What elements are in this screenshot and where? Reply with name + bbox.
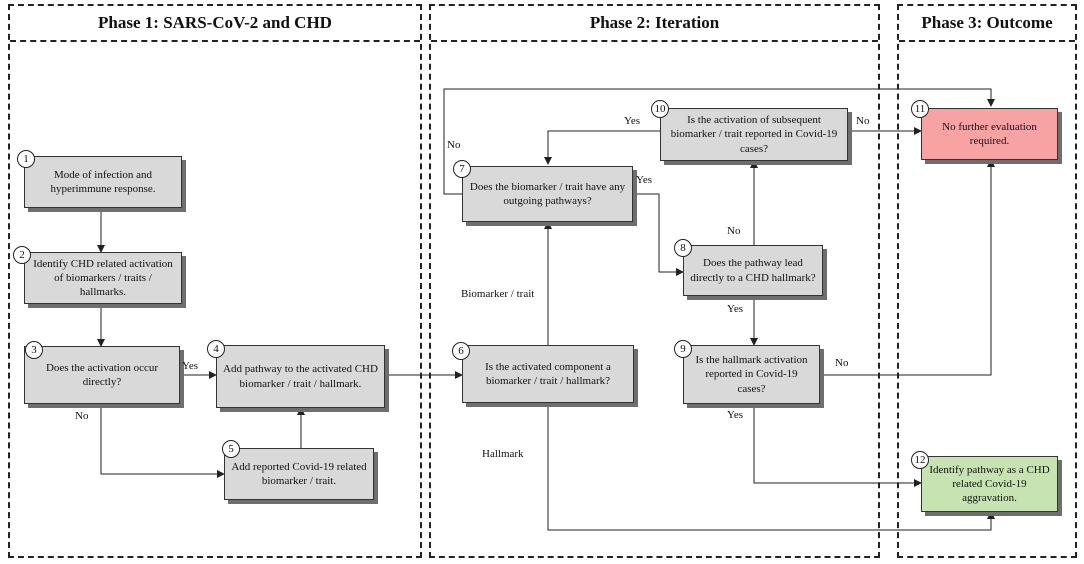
- phase-3-title: Phase 3: Outcome: [899, 6, 1075, 42]
- step-2-box: Identify CHD related activation of bioma…: [24, 252, 182, 304]
- phase-1-title: Phase 1: SARS-CoV-2 and CHD: [10, 6, 420, 42]
- phase-2-panel: Phase 2: Iteration: [429, 4, 880, 558]
- no-label-10-to-11: No: [856, 115, 870, 127]
- step-1-number: 1: [17, 150, 35, 168]
- arrow-7-to-8-yes: [633, 193, 684, 276]
- arrow-10-to-7-yes: [544, 130, 660, 165]
- step-8-box: Does the pathway lead directly to a CHD …: [683, 245, 823, 296]
- step-6-box: Is the activated component a biomarker /…: [462, 345, 634, 403]
- no-label-7-to-11: No: [447, 139, 461, 151]
- arrow-9-to-12-yes: [753, 404, 922, 487]
- step-1-box: Mode of infection and hyperimmune respon…: [24, 156, 182, 208]
- step-12-number: 12: [911, 451, 929, 469]
- step-1-text: Mode of infection and hyperimmune respon…: [50, 168, 156, 195]
- step-8-number: 8: [674, 239, 692, 257]
- step-11-box: No further evaluation required.: [921, 108, 1058, 160]
- step-7-number: 7: [453, 160, 471, 178]
- step-3-number: 3: [25, 341, 43, 359]
- step-11-number: 11: [911, 100, 929, 118]
- yes-label-10-to-7: Yes: [624, 115, 641, 127]
- step-7-text: Does the biomarker / trait have any outg…: [469, 180, 626, 207]
- arrow-3-to-5-no: [100, 404, 225, 478]
- no-label-9-to-11: No: [835, 357, 849, 369]
- step-4-text: Add pathway to the activated CHD biomark…: [223, 363, 378, 390]
- yes-label-7-to-8: Yes: [636, 174, 653, 186]
- phase-2-title: Phase 2: Iteration: [431, 6, 878, 42]
- step-3-text: Does the activation occur directly?: [45, 361, 159, 388]
- yes-label-8-to-9: Yes: [727, 303, 744, 315]
- step-4-number: 4: [207, 340, 225, 358]
- step-10-text: Is the activation of subsequent biomarke…: [670, 114, 838, 155]
- step-7-box: Does the biomarker / trait have any outg…: [462, 166, 633, 222]
- yes-label-3-to-4: Yes: [182, 360, 199, 372]
- step-5-text: Add reported Covid-19 related biomarker …: [231, 460, 367, 487]
- phase-3-panel: Phase 3: Outcome: [897, 4, 1077, 558]
- step-10-number: 10: [651, 100, 669, 118]
- arrow-7-to-11-no: [443, 88, 995, 195]
- step-2-number: 2: [13, 246, 31, 264]
- step-5-number: 5: [222, 440, 240, 458]
- step-5-box: Add reported Covid-19 related biomarker …: [224, 448, 374, 500]
- arrow-6-to-12-hallmark: [547, 403, 995, 531]
- step-4-box: Add pathway to the activated CHD biomark…: [216, 345, 385, 408]
- step-12-text: Identify pathway as a CHD related Covid-…: [929, 463, 1050, 505]
- step-12-box: Identify pathway as a CHD related Covid-…: [921, 456, 1058, 512]
- step-6-text: Is the activated component a biomarker /…: [485, 360, 611, 387]
- step-6-number: 6: [452, 342, 470, 360]
- yes-label-9-to-12: Yes: [727, 409, 744, 421]
- step-9-box: Is the hallmark activation reported in C…: [683, 345, 820, 404]
- step-10-box: Is the activation of subsequent biomarke…: [660, 108, 848, 161]
- hallmark-label: Hallmark: [482, 448, 524, 460]
- step-9-text: Is the hallmark activation reported in C…: [695, 354, 808, 395]
- phase-1-panel: Phase 1: SARS-CoV-2 and CHD: [8, 4, 422, 558]
- no-label-3-to-5: No: [75, 410, 89, 422]
- step-2-text: Identify CHD related activation of bioma…: [33, 257, 173, 299]
- step-3-box: Does the activation occur directly?: [24, 346, 180, 404]
- step-11-text: No further evaluation required.: [942, 120, 1037, 147]
- step-9-number: 9: [674, 340, 692, 358]
- step-8-text: Does the pathway lead directly to a CHD …: [690, 257, 816, 284]
- arrow-9-to-11-no: [820, 159, 995, 376]
- biomarker-trait-label: Biomarker / trait: [461, 288, 535, 300]
- no-label-8-to-10: No: [727, 225, 741, 237]
